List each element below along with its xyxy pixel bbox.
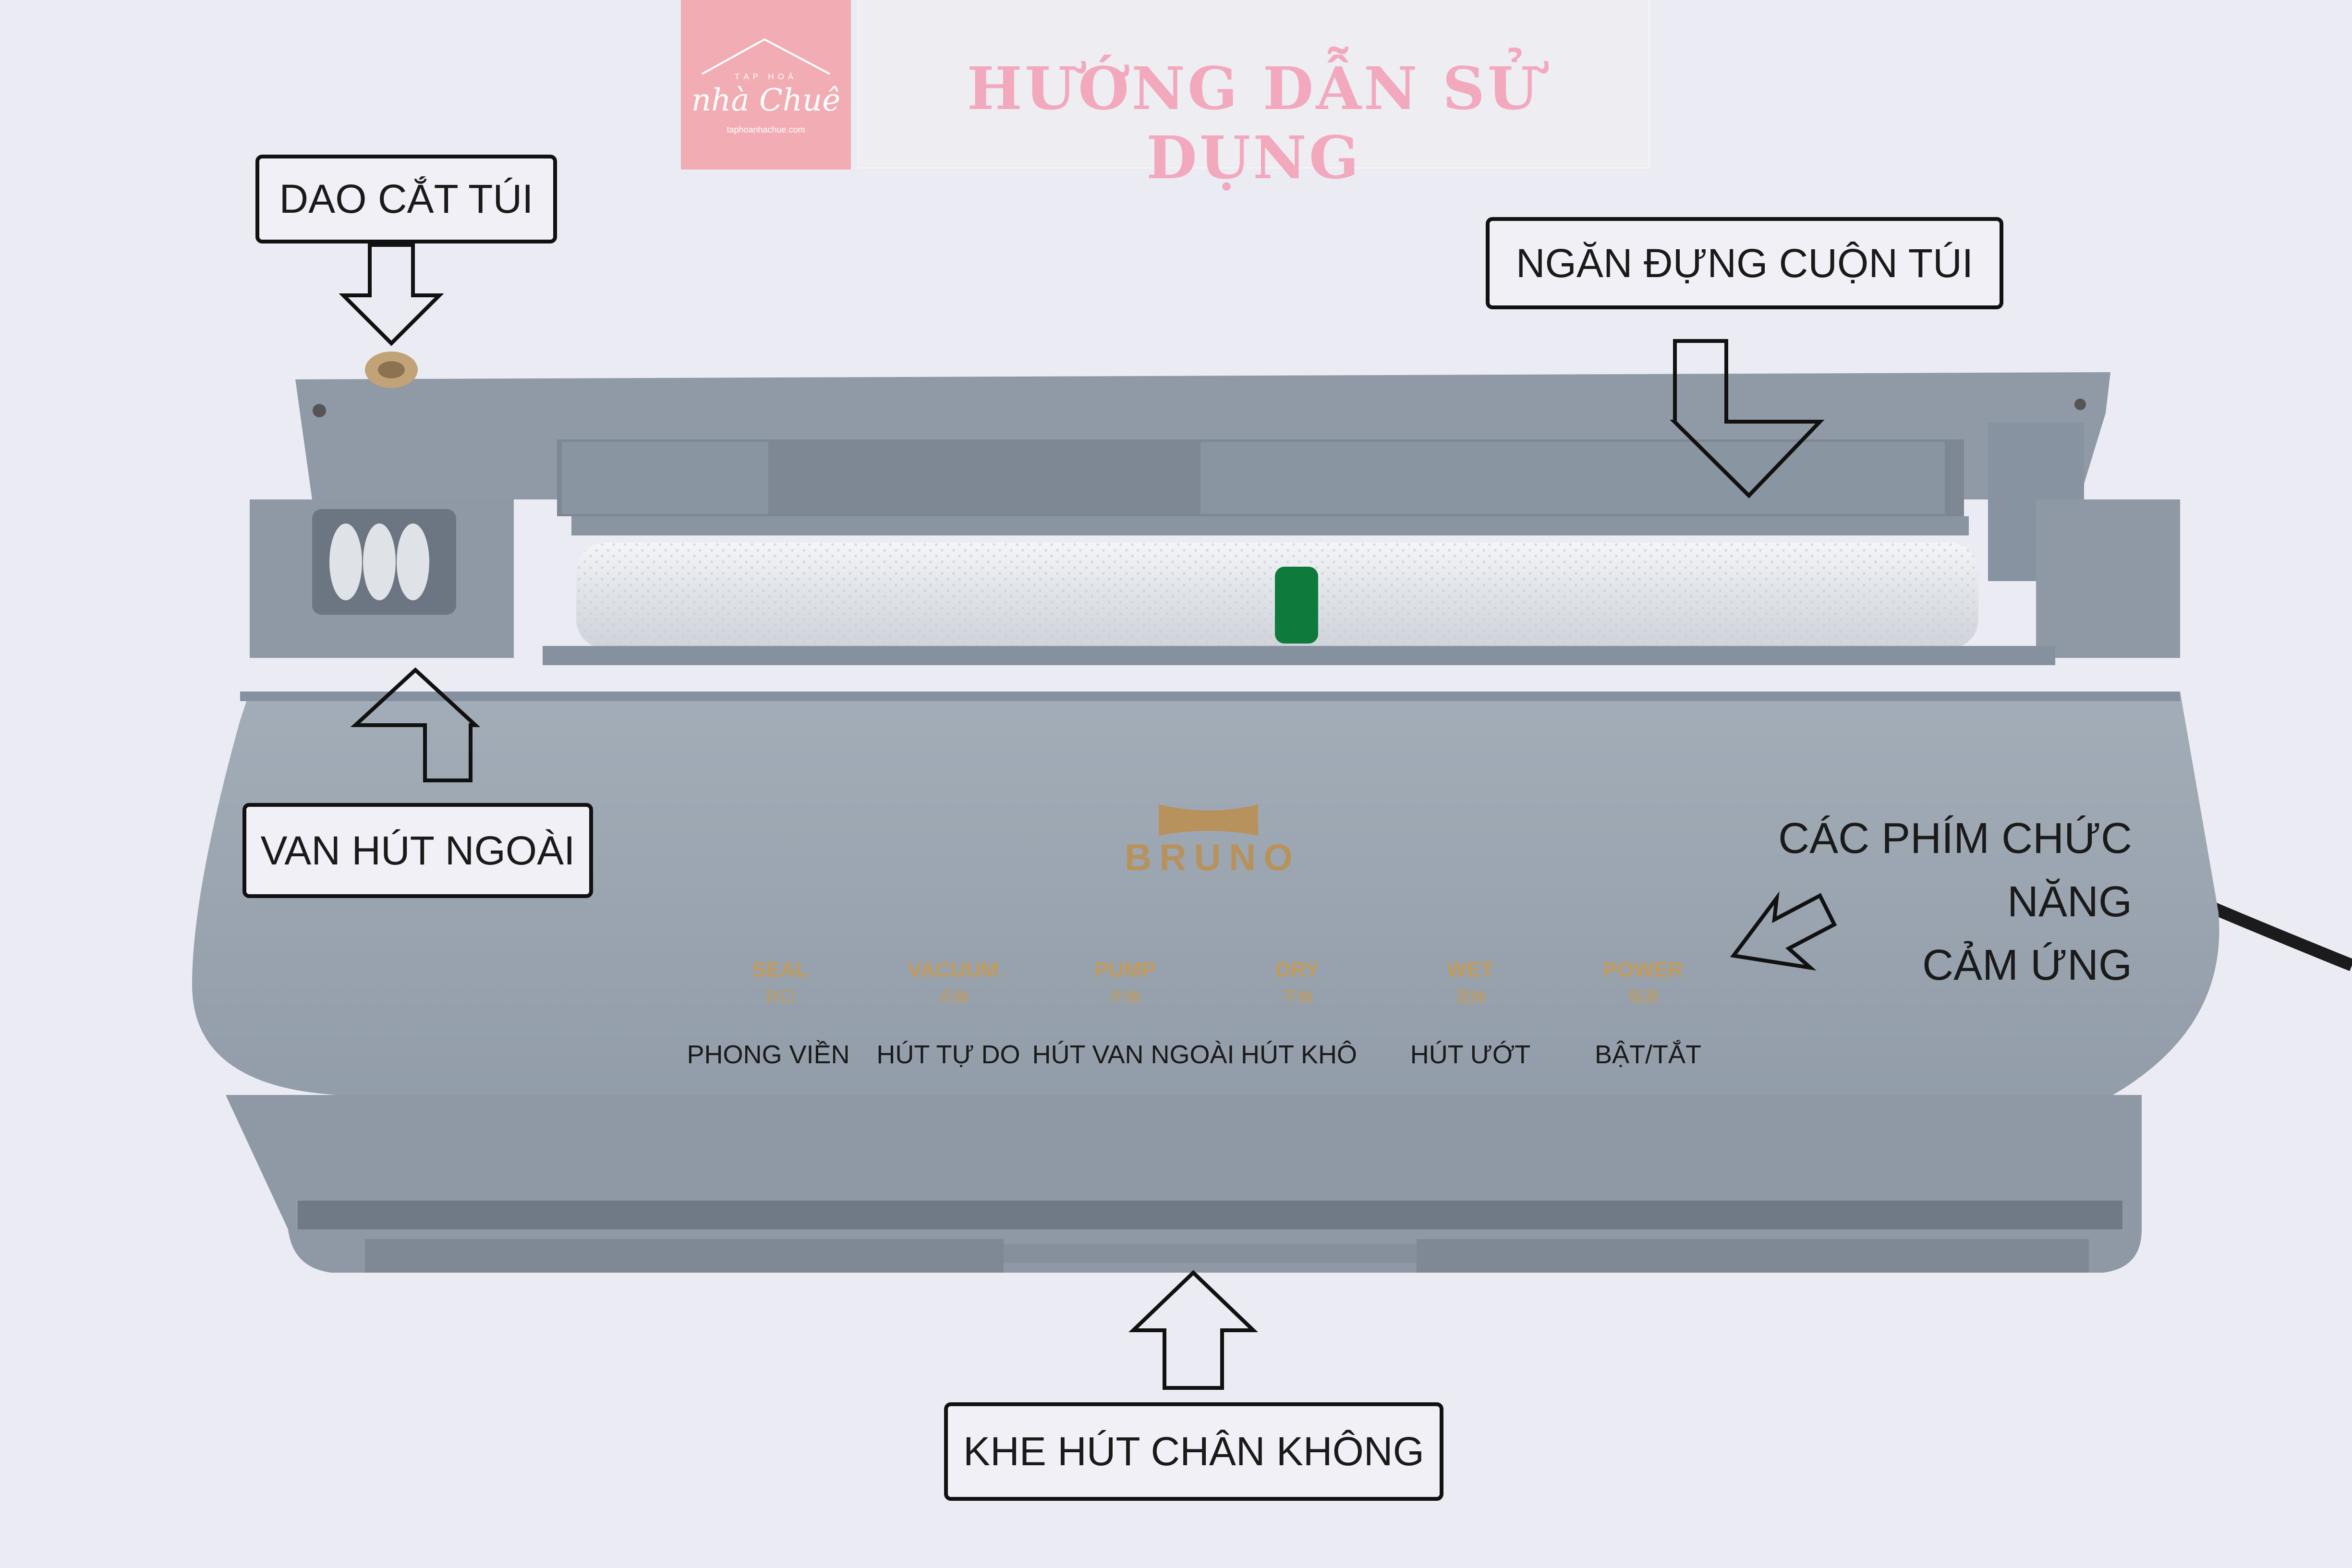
button-dry-cn: 干抽 [1282,988,1313,1005]
callout-touch-buttons-line1: CÁC PHÍM CHỨC NĂNG [1778,814,2132,926]
button-wet-label: WET [1447,958,1494,982]
button-vacuum-label: VACUUM [908,958,999,982]
cutter-knob [313,352,2086,417]
button-seal-label: SEAL [752,958,809,982]
bag-roll [576,543,1978,648]
button-power-vi: BẬT/TẮT [1594,1040,1701,1069]
arrow-diagonal-buttons-icon [1730,891,1837,971]
page-title: HƯỚNG DẪN SỬ DỤNG [967,54,1541,192]
logo-script-text: nhà Chuê [691,83,841,118]
button-power-label: POWER [1603,958,1684,982]
sealer-body [192,692,2219,1095]
arrow-down-dao-icon [339,243,444,346]
button-power-cn: 电源 [1627,988,1659,1005]
button-vacuum-vi: HÚT TỰ DO [876,1040,1020,1069]
vacuum-slot [298,1201,2122,1229]
shop-logo: TẠP HOÁ nhà Chuê taphoanhachue.com [681,0,851,170]
callout-cutter: DAO CẮT TÚI [255,155,557,243]
button-dry-label: DRY [1275,958,1320,982]
callout-touch-buttons-line2: CẢM ỨNG [1922,941,2132,989]
button-wet-cn: 湿抽 [1455,988,1486,1005]
roll-core-green [1275,567,1318,644]
button-wet-vi: HÚT ƯỚT [1410,1040,1531,1069]
callout-touch-buttons: CÁC PHÍM CHỨC NĂNG CẢM ỨNG [1652,807,2132,997]
button-pump-cn: 外抽 [1109,988,1140,1005]
button-seal-cn: 封口 [764,988,796,1005]
brand-name: BRUNO [1125,836,1300,878]
arrow-up-khe-icon [1128,1270,1258,1390]
callout-roll-compartment: NGĂN ĐỰNG CUỘN TÚI [1486,217,2003,309]
arrow-down-ngan-icon [1670,339,1825,498]
arrow-up-van-icon [350,667,481,782]
house-icon [702,38,830,75]
logo-url: taphoanhachue.com [727,125,805,134]
button-seal-vi: PHONG VIỀN [687,1040,850,1069]
button-pump-label: PUMP [1094,958,1156,982]
banner-box: HƯỚNG DẪN SỬ DỤNG [858,0,1650,192]
button-dry-vi: HÚT KHÔ [1240,1040,1358,1069]
button-pump-vi: HÚT VAN NGOÀI [1032,1040,1235,1069]
header-banner: TẠP HOÁ nhà Chuê taphoanhachue.com HƯỚNG… [681,0,1651,192]
brand-logo-icon [1159,804,1258,836]
button-vacuum-cn: 点抽 [937,988,969,1005]
callout-vacuum-slot: KHE HÚT CHÂN KHÔNG [944,1402,1443,1501]
callout-external-valve: VAN HÚT NGOÀI [242,803,593,898]
logo-small-text: TẠP HOÁ [734,72,798,81]
